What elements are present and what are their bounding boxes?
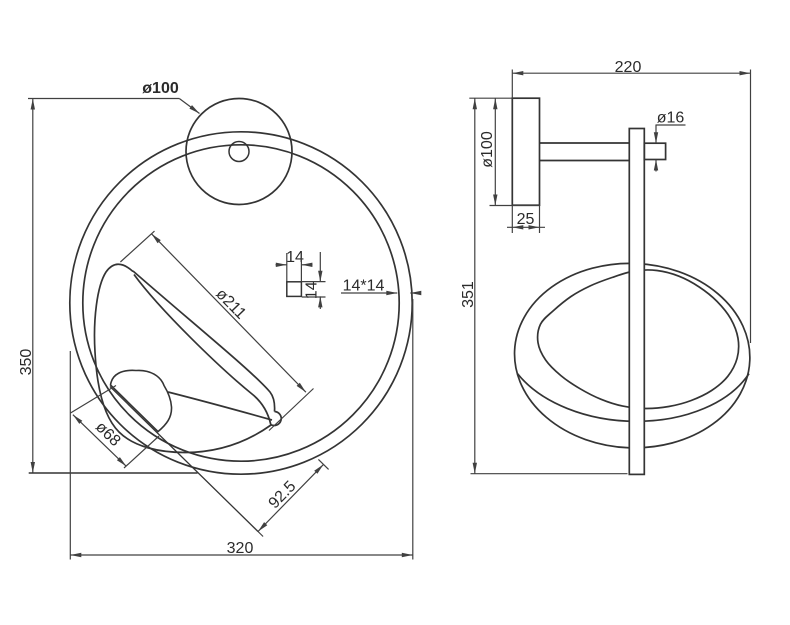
svg-text:ø16: ø16	[657, 110, 685, 127]
svg-text:220: 220	[615, 59, 642, 76]
svg-text:14*14: 14*14	[343, 278, 385, 295]
svg-text:ø100: ø100	[479, 131, 496, 168]
svg-text:14: 14	[286, 249, 304, 266]
svg-text:14: 14	[303, 281, 320, 299]
svg-text:350: 350	[18, 349, 35, 376]
svg-text:320: 320	[227, 540, 254, 557]
svg-text:ø100: ø100	[142, 80, 179, 97]
svg-text:25: 25	[517, 211, 535, 228]
svg-text:351: 351	[460, 281, 477, 308]
